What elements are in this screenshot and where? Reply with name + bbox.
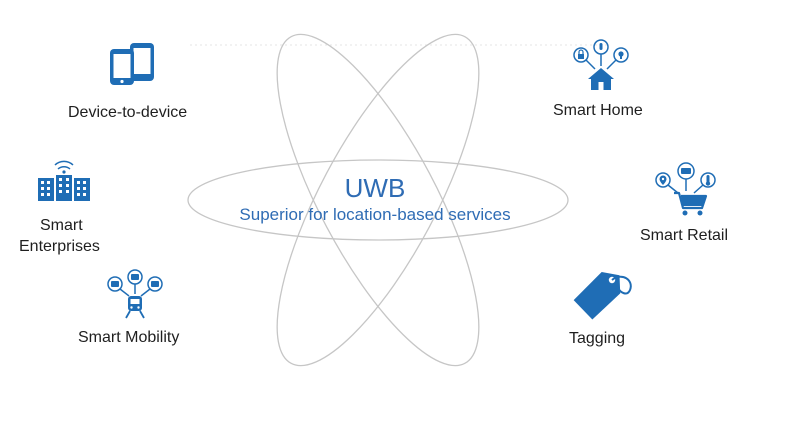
smartphones-icon xyxy=(110,43,154,85)
orbit-tilted-right xyxy=(276,33,480,367)
smart-enterprises-label-line1: Smart xyxy=(40,217,83,234)
smart-enterprises-label-line2: Enterprises xyxy=(19,238,100,255)
shopping-cart-icon xyxy=(655,162,716,216)
device-to-device-label: Device-to-device xyxy=(68,104,188,121)
dotted-divider xyxy=(190,44,610,46)
tag-icon xyxy=(573,272,632,320)
orbit-tilted-left xyxy=(276,33,480,367)
smart-mobility-label: Smart Mobility xyxy=(78,329,180,346)
smart-home-label: Smart Home xyxy=(553,102,643,119)
office-building-icon xyxy=(38,160,90,201)
smart-retail-label: Smart Retail xyxy=(640,227,729,244)
train-icon xyxy=(107,269,163,319)
orbit-horizontal xyxy=(187,159,569,241)
center-title: UWB xyxy=(344,173,406,203)
tagging-label: Tagging xyxy=(569,330,626,347)
center-subtitle: Superior for location-based services xyxy=(239,205,511,224)
smart-home-icon xyxy=(573,39,629,90)
